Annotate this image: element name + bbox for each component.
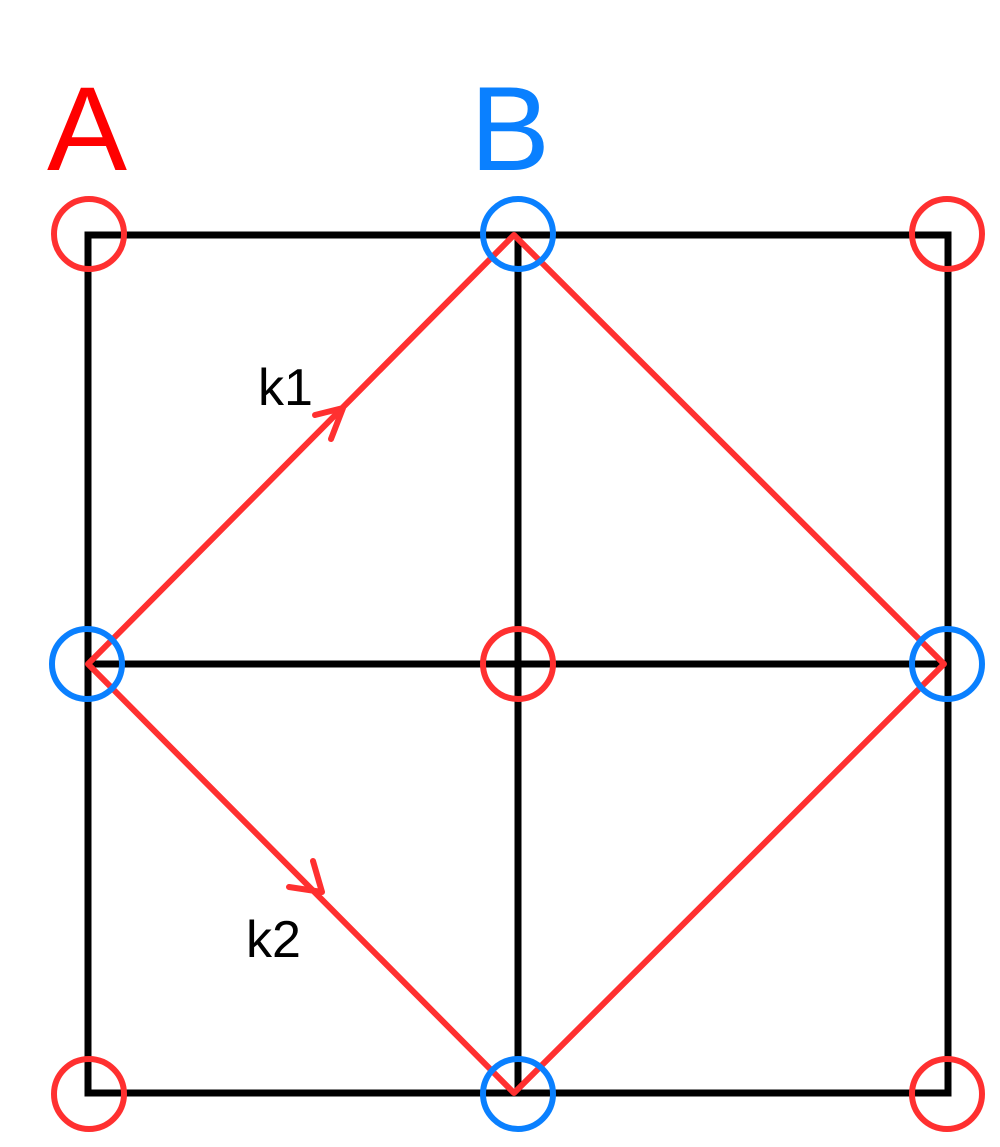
site-b-circle bbox=[480, 196, 556, 272]
site-a-circle bbox=[909, 196, 985, 272]
path-diamond bbox=[85, 232, 947, 1096]
site-b-circle bbox=[49, 626, 125, 702]
site-a-circle bbox=[51, 1056, 127, 1132]
site-b-circle bbox=[909, 626, 985, 702]
k1-arrowhead bbox=[312, 405, 346, 442]
site-a-circle bbox=[51, 196, 127, 272]
k2-arrowhead bbox=[286, 858, 325, 895]
square-grid bbox=[84, 231, 952, 1097]
k2-label: k2 bbox=[246, 911, 301, 969]
site-b-circle bbox=[480, 1056, 556, 1132]
sublattice-a-label: A bbox=[47, 62, 127, 196]
sublattice-b-sites bbox=[49, 196, 985, 1132]
site-a-circle bbox=[909, 1056, 985, 1132]
sublattice-b-label: B bbox=[470, 62, 550, 196]
k1-label: k1 bbox=[258, 359, 313, 417]
site-a-circle bbox=[480, 626, 556, 702]
sublattice-a-sites bbox=[51, 196, 985, 1132]
